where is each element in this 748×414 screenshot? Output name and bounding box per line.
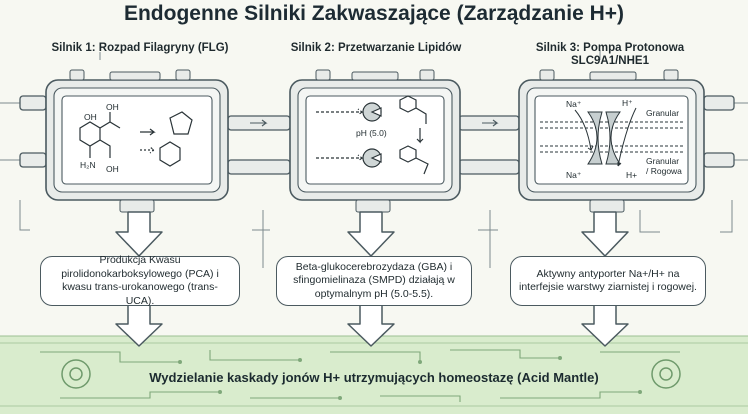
membrane-drawing bbox=[540, 107, 684, 167]
granular-rogowa-label-1: Granular bbox=[646, 156, 680, 166]
down-arrows-upper bbox=[115, 211, 629, 257]
acid-mantle-band bbox=[0, 335, 748, 414]
engine-2-title: Silnik 2: Przetwarzanie Lipidów bbox=[290, 42, 462, 54]
down-arrows-lower bbox=[115, 299, 629, 347]
gear-ornament-right bbox=[651, 359, 681, 389]
acid-mantle-banner: Wydzielanie kaskady jonów H+ utrzymujący… bbox=[149, 370, 599, 385]
na-label-bottom: Na⁺ bbox=[566, 170, 582, 180]
h-label-bottom: H+ bbox=[626, 170, 638, 180]
enzyme-drawing bbox=[316, 95, 429, 175]
engine-3-description: Aktywny antyporter Na+/H+ na interfejsie… bbox=[510, 256, 706, 306]
page-title: Endogenne Silniki Zakwaszające (Zarządza… bbox=[123, 2, 625, 25]
engine-3-housing bbox=[518, 69, 705, 213]
engine-2-description: Beta-glukocerebrozydaza (GBA) i sfingomi… bbox=[276, 256, 472, 306]
engine-1-title: Silnik 1: Rozpad Filagryny (FLG) bbox=[51, 42, 229, 54]
granular-label: Granular bbox=[646, 108, 680, 118]
antiporter-channel bbox=[587, 111, 621, 165]
granular-rogowa-label-2: / Rogowa bbox=[646, 166, 682, 176]
chem-label-h2n: H₂N bbox=[80, 160, 96, 170]
chem-label-oh-3: OH bbox=[106, 164, 119, 174]
engine-1-description: Produkcja Kwasu pirolidonokarboksylowego… bbox=[40, 254, 240, 307]
engine-1-housing bbox=[45, 69, 229, 213]
chem-label-oh-2: OH bbox=[106, 102, 119, 112]
na-label-top: Na⁺ bbox=[566, 99, 582, 109]
engine-3-title: Silnik 3: Pompa Protonowa SLC9A1/NHE1 bbox=[535, 42, 685, 67]
chem-label-oh-1: OH bbox=[84, 112, 97, 122]
gear-ornament-left bbox=[61, 359, 91, 389]
engine-2-ph-label: pH (5.0) bbox=[356, 128, 387, 138]
h-label-top: H⁺ bbox=[622, 98, 633, 108]
engine-2-housing bbox=[289, 69, 461, 213]
molecule-drawing-1 bbox=[79, 111, 193, 167]
